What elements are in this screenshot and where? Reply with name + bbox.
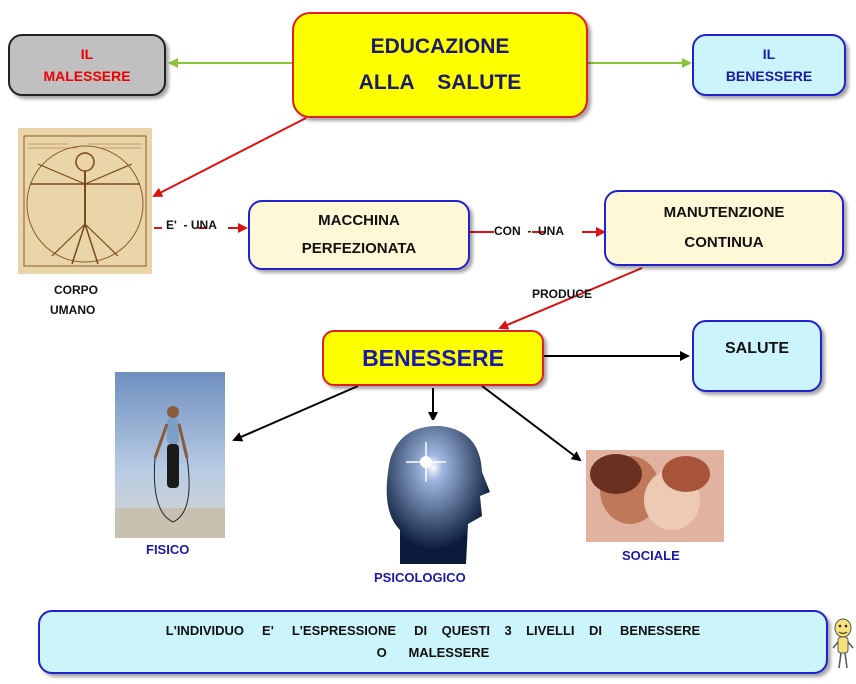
benessere-top-line2: BENESSERE (725, 68, 813, 84)
vitruvian-man-image (18, 128, 152, 274)
macchina-line2: PERFEZIONATA (301, 240, 417, 257)
malessere-line2: MALESSERE (43, 68, 131, 84)
benessere-top-line1: IL (762, 46, 776, 62)
psicologico-caption: PSICOLOGICO (374, 570, 466, 585)
footer-node[interactable]: L'INDIVIDUO E' L'ESPRESSIONE DI QUESTI 3… (38, 610, 828, 674)
cartoon-mascot-icon (832, 614, 854, 674)
root-node[interactable]: EDUCAZIONE ALLA SALUTE (292, 12, 588, 118)
jump-rope-athlete-image (115, 372, 225, 538)
manutenzione-line1: MANUTENZIONE (663, 204, 785, 221)
malessere-node[interactable]: IL MALESSERE (8, 34, 166, 96)
benessere-top-node[interactable]: IL BENESSERE (692, 34, 846, 96)
fisico-caption: FISICO (146, 542, 190, 557)
footer-line1: L'INDIVIDUO E' L'ESPRESSIONE DI QUESTI 3… (165, 623, 701, 638)
manutenzione-node[interactable]: MANUTENZIONE CONTINUA (604, 190, 844, 266)
footer-line2: O MALESSERE (376, 645, 490, 660)
arrow-manut-to-benessere (498, 267, 643, 330)
root-title-line1: EDUCAZIONE (370, 35, 510, 58)
benessere-label: BENESSERE (362, 344, 504, 371)
glowing-head-image (370, 420, 494, 564)
salute-label: SALUTE (725, 340, 789, 357)
family-photo-image (586, 450, 724, 542)
corpo-caption-line2: UMANO (50, 303, 96, 317)
arrow-benessere-to-sociale (481, 385, 582, 462)
arrow-root-to-corpo (152, 117, 307, 197)
benessere-node[interactable]: BENESSERE (322, 330, 544, 386)
corpo-caption-line1: CORPO (54, 283, 99, 297)
macchina-line1: MACCHINA (318, 212, 400, 229)
root-title-line2: ALLA SALUTE (358, 71, 522, 94)
malessere-line1: IL (80, 46, 94, 62)
macchina-node[interactable]: MACCHINA PERFEZIONATA (248, 200, 470, 270)
arrow-benessere-to-fisico (232, 385, 359, 442)
sociale-caption: SOCIALE (622, 548, 680, 563)
salute-node[interactable]: SALUTE (692, 320, 822, 392)
link-label-con-una: CON - UNA (494, 224, 564, 238)
manutenzione-line2: CONTINUA (684, 234, 764, 251)
link-label-e-una: E' - UNA (166, 218, 217, 232)
link-label-produce: PRODUCE (532, 287, 593, 301)
